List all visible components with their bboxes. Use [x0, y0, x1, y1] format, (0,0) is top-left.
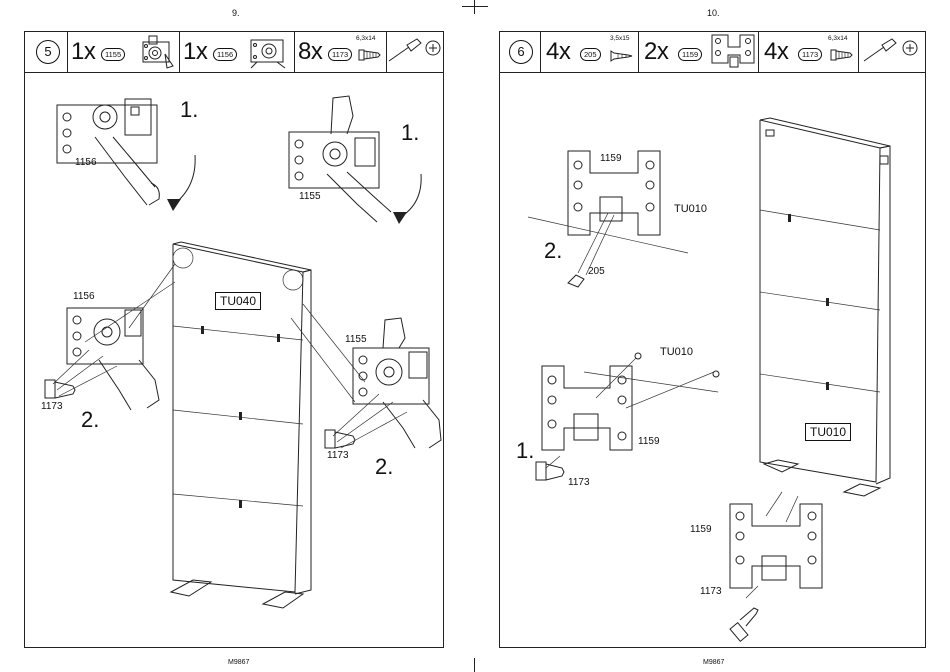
hinge-part-icon	[247, 34, 291, 70]
part-code: 1173	[798, 48, 822, 61]
euro-screw-icon	[830, 48, 854, 62]
step-cell: 5	[25, 32, 68, 72]
step-number: 6	[509, 40, 533, 64]
screw-callout: 205	[588, 266, 605, 277]
part-callout: 1159	[600, 153, 622, 164]
crop-mark	[474, 0, 475, 14]
hinge-1155-rotate-illustration	[287, 94, 427, 224]
screw-size: 6,3x14	[828, 35, 848, 42]
part-callout: 1155	[345, 334, 367, 345]
part-code: 1156	[213, 48, 237, 61]
part-quantity: 4x	[546, 38, 570, 66]
euro-screw-icon	[358, 48, 382, 62]
parts-header: 6 4x 205 3,5x15 2x 1159 4x 1173 6,3x14	[500, 32, 925, 73]
part-quantity: 2x	[644, 38, 668, 66]
page-number: 10.	[707, 8, 720, 18]
panel-callout: TU010	[660, 346, 693, 358]
part-cell-1159: 2x 1159	[638, 32, 759, 72]
part-code: 1159	[678, 48, 702, 61]
part-callout: 1156	[73, 291, 95, 302]
part-cell-1173: 8x 1173 6,3x14	[294, 32, 387, 72]
panel-label: TU010	[805, 423, 851, 441]
crop-mark	[462, 6, 488, 7]
instruction-panel-step-6: 6 4x 205 3,5x15 2x 1159 4x 1173 6,3x14	[499, 31, 926, 648]
step-label: 1.	[401, 120, 419, 146]
panel-callout: TU010	[674, 203, 707, 215]
instruction-panel-step-5: 5 1x 1155 1x 1156 8x 1173	[24, 31, 444, 648]
bracket-1159-bottom-illustration	[726, 502, 866, 632]
screw-size: 6,3x14	[356, 35, 376, 42]
part-callout: 1159	[638, 436, 660, 447]
part-code: 205	[580, 48, 601, 61]
step-cell: 6	[500, 32, 541, 72]
bracket-1159-screw-illustration	[528, 147, 718, 287]
screwdriver-icon	[387, 37, 443, 67]
part-quantity: 1x	[183, 38, 207, 66]
step-label: 1.	[180, 97, 198, 123]
crop-mark	[474, 658, 475, 672]
hinge-1155-screw-illustration	[323, 318, 443, 458]
part-callout: 1156	[75, 157, 97, 168]
bracket-1159-dowel-illustration	[522, 352, 722, 492]
hinge-1156-rotate-illustration	[55, 87, 195, 207]
part-callout: 1155	[299, 191, 321, 202]
part-cell-1156: 1x 1156	[179, 32, 295, 72]
step-number: 5	[36, 40, 60, 64]
screw-callout: 1173	[700, 586, 722, 597]
part-cell-205: 4x 205 3,5x15	[540, 32, 639, 72]
part-cell-1155: 1x 1155	[67, 32, 180, 72]
part-callout: 1159	[690, 524, 712, 535]
panel-tu010-illustration	[730, 120, 890, 500]
parts-header: 5 1x 1155 1x 1156 8x 1173	[25, 32, 443, 73]
part-quantity: 8x	[298, 38, 322, 66]
part-code: 1173	[328, 48, 352, 61]
screw-callout: 1173	[327, 450, 349, 461]
hinge-part-icon	[137, 34, 177, 70]
part-code: 1155	[101, 48, 125, 61]
step-label: 1.	[516, 438, 534, 464]
screw-size: 3,5x15	[610, 35, 630, 42]
page-number: 9.	[232, 8, 240, 18]
screw-callout: 1173	[41, 401, 63, 412]
page-footer: M9867	[228, 659, 249, 666]
step-label: 2.	[81, 407, 99, 433]
step-label: 2.	[375, 454, 393, 480]
step-label: 2.	[544, 238, 562, 264]
page-footer: M9867	[703, 659, 724, 666]
part-cell-1173: 4x 1173 6,3x14	[758, 32, 859, 72]
screwdriver-icon	[862, 37, 922, 67]
bracket-part-icon	[710, 33, 756, 71]
wood-screw-icon	[610, 50, 632, 62]
part-quantity: 4x	[764, 38, 788, 66]
part-quantity: 1x	[71, 38, 95, 66]
screw-callout: 1173	[568, 477, 590, 488]
